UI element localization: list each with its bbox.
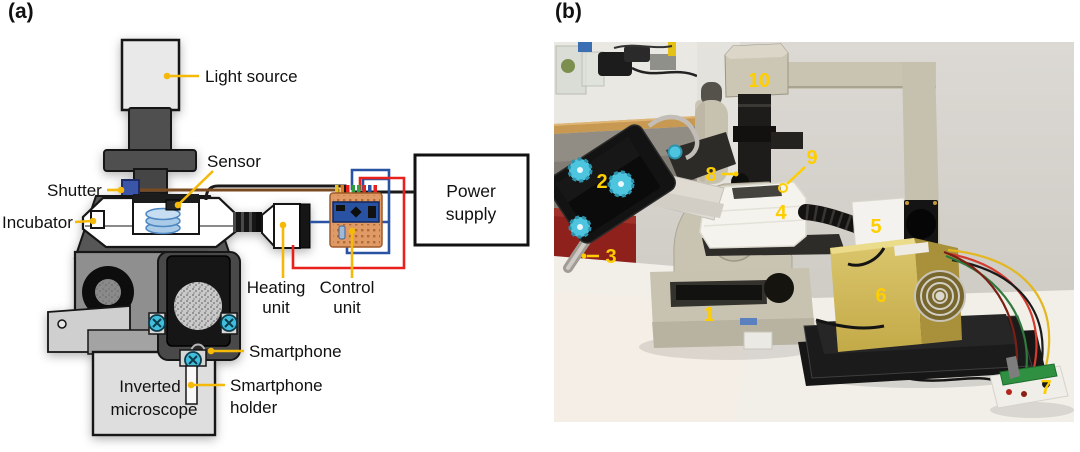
smartphone-mount	[148, 251, 241, 405]
photo-svg: 1 2 3 4 5 6 7 8 9 10	[554, 42, 1074, 422]
photo-number-2: 2	[596, 171, 607, 193]
wire-red-loop	[291, 176, 406, 270]
microscope-assembly	[47, 38, 311, 437]
side-screw-hole	[57, 319, 67, 329]
petri-dish	[145, 207, 181, 235]
photo-number-7: 7	[1040, 377, 1051, 399]
clamp-screws	[148, 314, 238, 369]
panel-b-tag: (b)	[555, 0, 582, 23]
wire-shutter-brown	[140, 188, 340, 193]
photo-gold-box	[830, 238, 966, 352]
schematic-svg: Power supply	[2, 38, 530, 437]
label-control-unit-2: unit	[333, 298, 361, 317]
power-supply: Power supply	[413, 153, 530, 247]
panel-a-tag: (a)	[8, 0, 34, 23]
label-heating-unit-1: Heating	[247, 278, 306, 297]
label-light-source: Light source	[205, 67, 298, 86]
control-unit-pins	[335, 185, 377, 196]
photo-number-1: 1	[703, 304, 714, 326]
light-source	[103, 38, 197, 207]
power-supply-label-1: Power	[446, 181, 496, 201]
eyepiece-adapter	[666, 132, 736, 184]
photo-smartphone-assembly	[554, 114, 736, 273]
photo-number-5: 5	[870, 216, 881, 238]
holder-knobs	[567, 144, 683, 239]
wire-sensor-black	[204, 184, 347, 201]
photo-heating-fan	[851, 197, 938, 253]
bench-clutter	[555, 42, 698, 95]
photo-number-9: 9	[806, 147, 817, 169]
power-supply-label-2: supply	[446, 204, 497, 224]
photo-number-4: 4	[775, 202, 787, 224]
photo-number-3: 3	[605, 246, 616, 268]
label-heating-unit-2: unit	[262, 298, 290, 317]
annotations: Light source Sensor Shutter Incubator He…	[2, 67, 374, 419]
label-shutter: Shutter	[47, 181, 102, 200]
wire-blue-loop	[345, 168, 391, 255]
leader-lines	[74, 72, 356, 389]
label-smartphone: Smartphone	[249, 342, 342, 361]
focus-knob	[764, 273, 794, 303]
incubator	[81, 194, 241, 249]
label-control-unit-1: Control	[320, 278, 375, 297]
photo-number-annotations: 1 2 3 4 5 6 7 8 9 10	[581, 70, 1052, 399]
brand-label	[743, 331, 773, 350]
photo-wires	[815, 247, 1051, 384]
heating-unit	[233, 202, 311, 249]
photo-number-10: 10	[748, 70, 770, 92]
label-sensor: Sensor	[207, 152, 261, 171]
photo-number-6: 6	[875, 285, 886, 307]
label-inverted-microscope-2: microscope	[111, 400, 198, 419]
fan-grille	[914, 270, 966, 322]
panel-a-schematic: (a)	[2, 0, 530, 437]
capacitor	[338, 225, 346, 240]
eyepiece-cap	[701, 82, 722, 106]
label-smartphone-holder-2: holder	[230, 398, 278, 417]
photo-number-8: 8	[705, 164, 716, 186]
label-smartphone-holder-1: Smartphone	[230, 376, 323, 395]
panel-b-photo: (b)	[540, 0, 1080, 452]
phone-cable	[647, 114, 700, 161]
control-unit	[329, 185, 383, 248]
photo-circuit-board	[989, 356, 1069, 409]
label-inverted-microscope-1: Inverted	[119, 377, 180, 396]
label-incubator: Incubator	[2, 213, 73, 232]
barcode-sticker	[894, 242, 929, 256]
